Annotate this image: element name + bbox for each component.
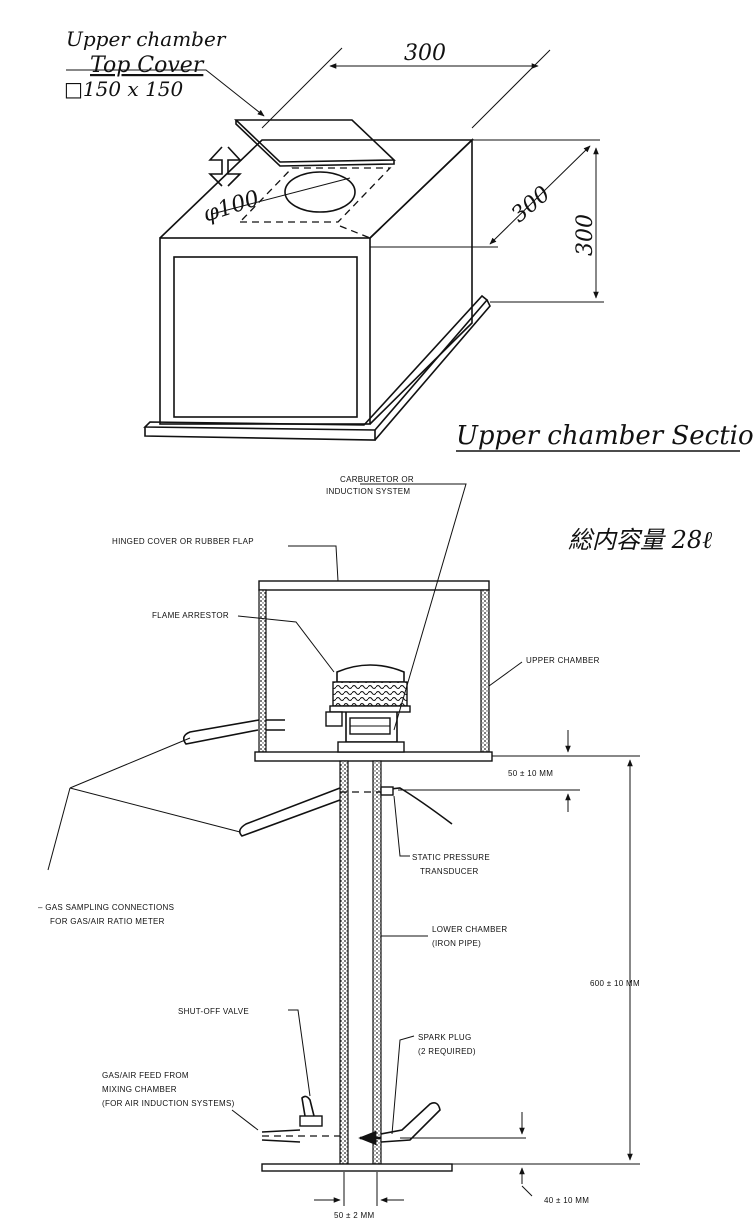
box-right-face <box>369 138 473 425</box>
label-dim-600: 600 ± 10 MM <box>590 979 640 988</box>
label-gas-sampling-2: FOR GAS/AIR RATIO METER <box>50 917 165 926</box>
label-lower-chamber-2: (IRON PIPE) <box>432 939 481 948</box>
chamber-section <box>182 580 493 1172</box>
cover-size: □150 x 150 <box>64 77 184 101</box>
cover-title-2: Top Cover <box>90 53 205 78</box>
label-dim-pipe: 50 ± 2 MM <box>334 1211 374 1220</box>
label-feed-3: (FOR AIR INDUCTION SYSTEMS) <box>102 1099 235 1108</box>
label-hinged-cover: HINGED COVER OR RUBBER FLAP <box>112 537 254 546</box>
hinged-cover <box>258 580 490 591</box>
label-spark-2: (2 REQUIRED) <box>418 1047 476 1056</box>
upper-chamber-right-wall <box>480 589 490 753</box>
lower-pipe-left-wall <box>339 760 349 1165</box>
label-feed-1: GAS/AIR FEED FROM <box>102 1071 189 1080</box>
flame-arrestor-assembly <box>325 664 411 753</box>
section-annotations <box>47 483 640 1206</box>
label-flame-arrestor: FLAME ARRESTOR <box>152 611 229 620</box>
lower-pipe-right-wall <box>372 760 382 1165</box>
top-cover-plate <box>234 119 396 163</box>
upper-chamber-isometric: Upper chamber Top Cover □150 x 150 300 3… <box>64 27 753 452</box>
label-feed-2: MIXING CHAMBER <box>102 1085 177 1094</box>
box-window <box>173 256 358 418</box>
label-dim-50: 50 ± 10 MM <box>508 769 553 778</box>
hole-100 <box>284 171 356 213</box>
base-plate <box>143 294 489 431</box>
label-dim-40: 40 ± 10 MM <box>544 1196 589 1205</box>
bottom-plate <box>261 1163 453 1172</box>
volume-note: 総内容量 28ℓ <box>568 526 712 554</box>
label-carburetor-2: INDUCTION SYSTEM <box>326 487 410 496</box>
label-spark-1: SPARK PLUG <box>418 1033 472 1042</box>
section-labels: CARBURETOR OR INDUCTION SYSTEM HINGED CO… <box>38 475 640 1220</box>
upper-chamber-left-wall <box>258 589 267 753</box>
label-static-1: STATIC PRESSURE <box>412 853 490 862</box>
cover-opening <box>238 167 392 223</box>
cover-title-1: Upper chamber <box>66 27 227 51</box>
label-static-2: TRANSDUCER <box>420 867 479 876</box>
box-top-face <box>159 139 474 239</box>
label-upper-chamber: UPPER CHAMBER <box>526 656 600 665</box>
lift-arrow-icon <box>208 146 242 187</box>
label-carburetor-1: CARBURETOR OR <box>340 475 414 484</box>
section-title: Upper chamber Section <box>456 421 753 451</box>
box-front-face <box>159 237 371 425</box>
label-shutoff: SHUT-OFF VALVE <box>178 1007 249 1016</box>
mid-plate <box>254 751 493 762</box>
label-lower-chamber-1: LOWER CHAMBER <box>432 925 507 934</box>
dim-width: 300 <box>404 41 446 66</box>
dim-height: 300 <box>573 214 598 256</box>
label-gas-sampling-1: – GAS SAMPLING CONNECTIONS <box>38 903 174 912</box>
